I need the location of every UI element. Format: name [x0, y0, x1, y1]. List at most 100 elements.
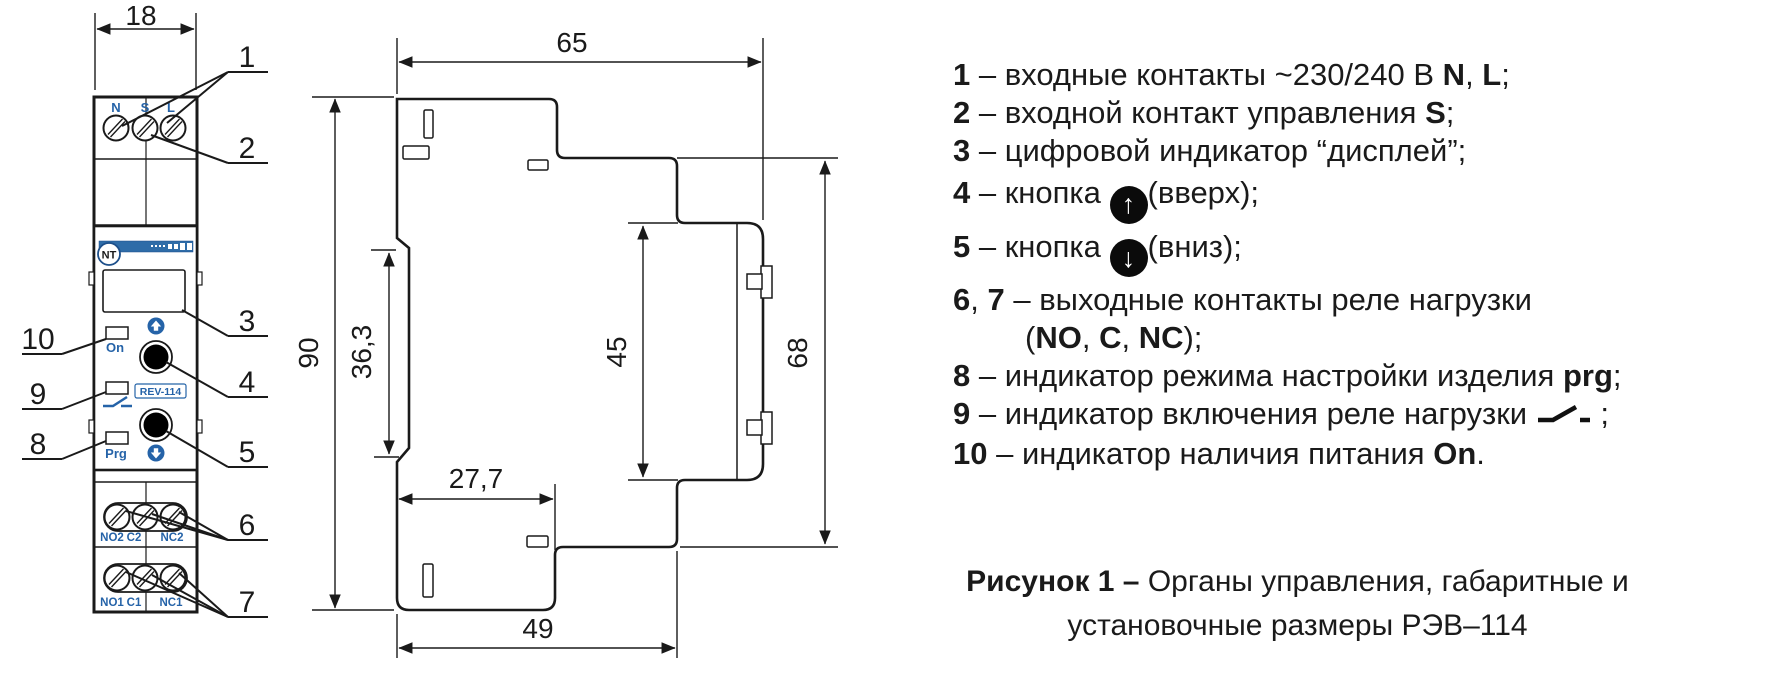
side-tab [196, 419, 203, 434]
terminal-label-l: L [167, 100, 175, 115]
legend-item-7: (NO, C, NC); [953, 319, 1783, 357]
technical-drawing: 18 N S L [21, 0, 838, 658]
on-indicator-label: On [106, 340, 124, 355]
legend-text: 10 [953, 436, 988, 471]
dimension-45 [628, 222, 678, 481]
callout-9 [22, 391, 107, 410]
dim-36-3-label: 36,3 [346, 325, 377, 380]
terminal-screw-icon [102, 114, 130, 142]
legend-item-10: 10 – индикатор наличия питания On. [953, 435, 1783, 473]
legend-text: 1 [953, 57, 971, 92]
callout-1 [121, 71, 268, 127]
top-terminal-labels: N S L [111, 100, 175, 115]
legend-text: – входные контакты ~230/240 В [970, 57, 1443, 92]
dimension-65 [396, 38, 764, 220]
callout-8 [22, 440, 107, 460]
up-button[interactable] [139, 340, 173, 374]
callout-1-num: 1 [239, 41, 256, 74]
figure-caption: Рисунок 1 – Органы управления, габаритны… [945, 560, 1650, 648]
legend-text: C [1099, 320, 1122, 355]
legend-text: (вниз); [1147, 228, 1242, 264]
terminal-label-no2: NO2 [100, 532, 124, 544]
relay1-labels: NO1 C1 NC1 [100, 597, 183, 609]
side-tab [88, 271, 95, 286]
caption-line-2: установочные размеры РЭВ–114 [1067, 609, 1528, 642]
callouts-right [121, 71, 268, 618]
dim-65-label: 65 [556, 27, 587, 58]
legend-text: – входной контакт управления [970, 95, 1426, 130]
side-tab [88, 419, 95, 434]
side-tab [196, 271, 203, 286]
dim-90-label: 90 [293, 337, 324, 368]
caption-text-1: Органы управления, габаритные и [1139, 565, 1629, 598]
callout-7 [125, 571, 268, 618]
relay-contact-icon [1536, 397, 1592, 435]
dimension-90 [312, 96, 394, 611]
brand-logo-icon [97, 242, 121, 266]
down-arrow-icon [147, 444, 165, 462]
callout-7-num: 7 [239, 586, 256, 619]
terminal-label-nc1: NC1 [159, 597, 183, 609]
terminal-label-c1: C1 [127, 597, 142, 609]
legend-text: – кнопка [970, 228, 1110, 264]
legend-text: , [1465, 57, 1483, 92]
legend-list: 1 – входные контакты ~230/240 В N, L;2 –… [953, 56, 1783, 473]
legend-item-3: 3 – цифровой индикатор “дисплей”; [953, 132, 1783, 170]
model-badge [134, 383, 187, 399]
side-view-drawing: 65 90 36,3 45 [293, 27, 838, 658]
terminal-screw-icon [159, 114, 187, 142]
caption-line-1: Рисунок 1 – Органы управления, габаритны… [945, 560, 1650, 604]
front-view-drawing: 18 N S L [21, 0, 268, 619]
legend-text: 2 [953, 95, 971, 130]
dimension-27-7 [398, 484, 556, 550]
legend-text: – кнопка [970, 175, 1110, 210]
relay-contact-icon [103, 395, 132, 408]
callout-8-num: 8 [30, 428, 47, 461]
relay-indicator [105, 381, 129, 395]
display-window [102, 269, 186, 313]
legend-text: 6 [953, 282, 971, 317]
legend-text: 8 [953, 358, 971, 393]
terminal-screw-icon [131, 564, 159, 592]
legend-text: 5 [953, 228, 971, 264]
terminal-label-nc2: NC2 [160, 532, 183, 544]
brand-logo-text: NT [102, 250, 117, 262]
legend-item-4: 4 – кнопка ↑(вверх); [953, 174, 1783, 224]
legend-text: 3 [953, 133, 971, 168]
legend-item-2: 2 – входной контакт управления S; [953, 94, 1783, 132]
callout-10 [22, 338, 107, 355]
legend-text: , [1121, 320, 1139, 355]
relay2-labels: NO2 C2 NC2 [100, 532, 183, 544]
up-arrow-icon: ↑ [1109, 185, 1148, 224]
callout-3-num: 3 [239, 305, 256, 338]
legend-item-9: 9 – индикатор включения реле нагрузки ; [953, 395, 1783, 435]
legend-text: ; [1612, 358, 1622, 393]
dimension-width-18 [94, 13, 197, 90]
legend-text: NO [1035, 320, 1082, 355]
legend-text: N [1442, 57, 1466, 92]
dim-18-label: 18 [125, 0, 156, 31]
dimension-36-3 [371, 249, 399, 458]
legend-text: NC [1138, 320, 1184, 355]
terminal-screw-icon [131, 114, 159, 142]
dim-68-label: 68 [782, 337, 813, 368]
on-indicator [105, 326, 129, 340]
down-button[interactable] [139, 408, 173, 442]
legend-text: , [1081, 320, 1100, 355]
up-arrow-icon [147, 317, 165, 335]
legend-text: , [970, 282, 988, 317]
legend-text: (вверх); [1147, 175, 1260, 210]
legend-text: ( [1025, 320, 1036, 355]
dim-45-label: 45 [601, 336, 632, 367]
dimension-49 [396, 551, 678, 658]
legend-item-1: 1 – входные контакты ~230/240 В N, L; [953, 56, 1783, 94]
terminal-label-no1: NO1 [100, 597, 124, 609]
legend-text: 4 [953, 175, 971, 210]
callout-2-num: 2 [239, 132, 256, 165]
legend-text: 7 [987, 282, 1005, 317]
down-arrow-icon: ↓ [1109, 239, 1148, 277]
legend-text: L [1482, 57, 1502, 92]
prg-indicator-label: Prg [105, 446, 127, 461]
model-label: REV-114 [140, 386, 182, 398]
terminal-label-s: S [141, 100, 150, 115]
